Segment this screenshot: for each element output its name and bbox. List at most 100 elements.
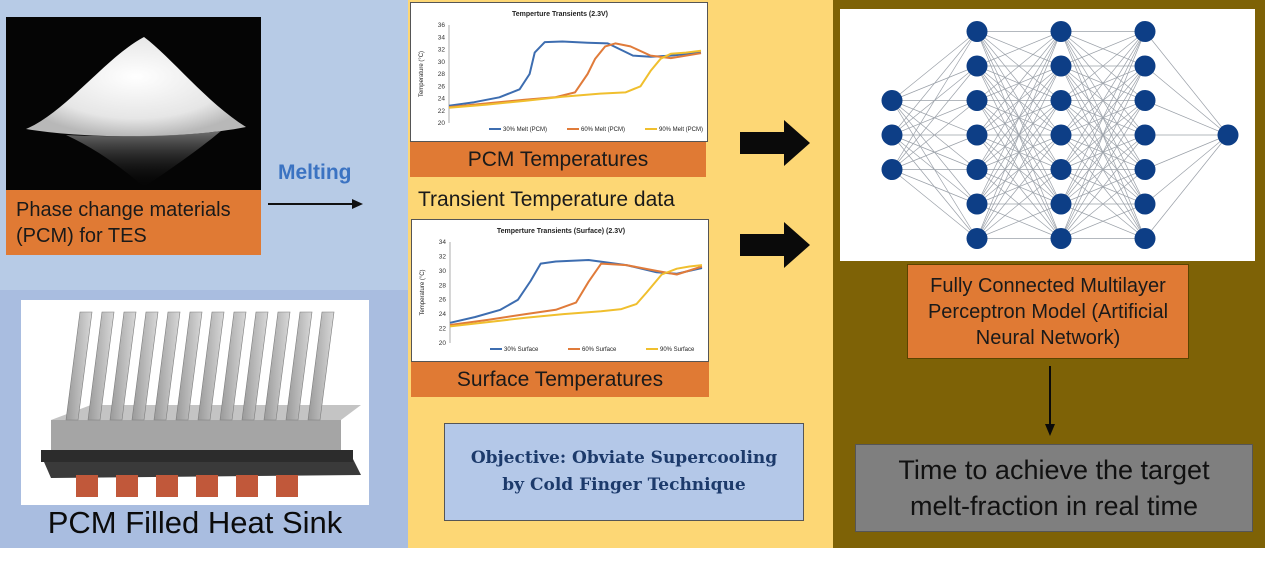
arrow-ann-to-output <box>1045 366 1055 436</box>
pcm-material-caption: Phase change materials (PCM) for TES <box>6 190 261 255</box>
ann-connection <box>891 169 978 239</box>
heat-sink-caption: PCM Filled Heat Sink <box>47 505 343 540</box>
ann-node-layer-3 <box>1050 21 1072 42</box>
y-tick-label: 34 <box>439 239 447 246</box>
ann-connection <box>1144 134 1229 239</box>
ann-node-layer-2 <box>966 124 988 146</box>
ann-node-layer-1 <box>881 90 903 111</box>
ann-node-layer-1 <box>881 159 903 180</box>
ann-connection <box>976 31 1062 170</box>
ann-connection <box>976 203 1062 239</box>
ann-connection <box>976 31 1062 101</box>
transient-data-label: Transient Temperature data <box>418 188 675 211</box>
melting-arrow <box>268 199 363 209</box>
ann-caption: Fully Connected Multilayer Perceptron Mo… <box>907 264 1189 359</box>
ann-connection <box>891 169 978 205</box>
ann-connection <box>891 31 978 136</box>
ann-node-layer-3 <box>1050 124 1072 146</box>
heat-sink-fin <box>153 311 181 421</box>
surface-temperature-chart: Temperture Transients (Surface) (2.3V) Te… <box>411 219 709 362</box>
ann-connection <box>1144 31 1229 136</box>
heat-sink-fin <box>131 311 159 421</box>
ann-connection <box>1144 65 1229 136</box>
ann-connection <box>891 65 978 170</box>
ann-node-layer-4 <box>1134 124 1156 146</box>
heat-sink-photo <box>21 300 369 505</box>
heat-sink-fin <box>219 311 247 421</box>
ann-connection <box>1060 31 1146 170</box>
pcm-powder-photo <box>6 17 261 190</box>
ann-connection <box>1060 31 1146 205</box>
arrow-surface-to-ann <box>740 222 810 268</box>
heat-sink-fin <box>285 311 313 421</box>
ann-connection <box>976 31 1062 239</box>
legend-label-3: 90% Surface <box>660 347 695 353</box>
y-tick-label: 30 <box>438 59 446 66</box>
ann-node-layer-3 <box>1050 193 1072 215</box>
heat-sink-fin <box>197 311 225 421</box>
series-line-3 <box>449 264 703 328</box>
pcm-temperature-chart: Temperture Transients (2.3V)Temperature … <box>410 2 708 142</box>
heat-sink-fin <box>175 311 203 421</box>
objective-box: Objective: Obviate Supercooling by Cold … <box>444 423 804 521</box>
legend-label-1: 30% Melt (PCM) <box>503 127 547 133</box>
heat-sink-fin <box>263 311 291 421</box>
ann-connection <box>1144 134 1229 170</box>
ann-connection <box>976 169 1062 239</box>
surface-temperatures-label: Surface Temperatures <box>411 362 709 397</box>
y-tick-label: 24 <box>438 96 446 103</box>
ann-node-layer-4 <box>1134 228 1156 249</box>
neural-network-diagram <box>840 9 1255 261</box>
ann-node-layer-4 <box>1134 55 1156 77</box>
ann-node-layer-1 <box>881 124 903 146</box>
ann-connection <box>1060 31 1146 239</box>
ann-node-layer-3 <box>1050 159 1072 180</box>
pcm-temperatures-label: PCM Temperatures <box>410 142 706 177</box>
ann-connection <box>891 100 978 170</box>
y-tick-label: 36 <box>438 22 446 29</box>
ann-connection <box>1060 31 1146 101</box>
heat-sink-fin <box>65 311 93 421</box>
heat-sink-fin <box>307 311 335 421</box>
ann-connection <box>976 134 1062 239</box>
chart-title: Temperture Transients (Surface) (2.3V) <box>497 228 625 235</box>
ann-connection <box>1060 203 1146 239</box>
heat-sink-fin <box>241 311 269 421</box>
powder-pile-image <box>26 37 246 187</box>
ann-connection <box>976 100 1062 239</box>
legend-label-2: 60% Melt (PCM) <box>581 127 625 133</box>
series-line-2 <box>448 42 702 109</box>
ann-node-layer-2 <box>966 159 988 180</box>
y-tick-label: 24 <box>439 311 447 318</box>
ann-connection <box>1060 169 1146 239</box>
y-tick-label: 20 <box>438 120 446 127</box>
series-line-2 <box>449 262 703 326</box>
ann-connection <box>1060 100 1146 239</box>
y-tick-label: 28 <box>438 71 446 78</box>
ann-node-layer-2 <box>966 21 988 42</box>
legend-label-3: 90% Melt (PCM) <box>659 127 703 133</box>
y-axis-label: Temperature (°C) <box>419 51 425 97</box>
ann-connection <box>976 31 1062 136</box>
ann-connection <box>976 65 1062 239</box>
melting-label: Melting <box>278 161 352 184</box>
ann-connection <box>891 134 978 170</box>
ann-connection <box>976 31 1062 205</box>
ann-node-layer-4 <box>1134 193 1156 215</box>
ann-node-layer-4 <box>1134 90 1156 111</box>
y-tick-label: 26 <box>438 83 446 90</box>
ann-node-layer-4 <box>1134 21 1156 42</box>
y-axis-label: Temperature (°C) <box>420 269 426 315</box>
ann-connection <box>1060 31 1146 67</box>
series-line-1 <box>449 259 703 324</box>
arrow-pcm-to-ann <box>740 120 810 166</box>
ann-node-layer-2 <box>966 90 988 111</box>
y-tick-label: 28 <box>439 282 447 289</box>
ann-connection <box>891 31 978 101</box>
y-tick-label: 32 <box>438 47 446 54</box>
ann-connection <box>1144 134 1229 205</box>
ann-node-layer-3 <box>1050 55 1072 77</box>
ann-connection <box>976 31 1062 67</box>
ann-connection <box>1060 134 1146 239</box>
y-tick-label: 32 <box>439 253 447 260</box>
